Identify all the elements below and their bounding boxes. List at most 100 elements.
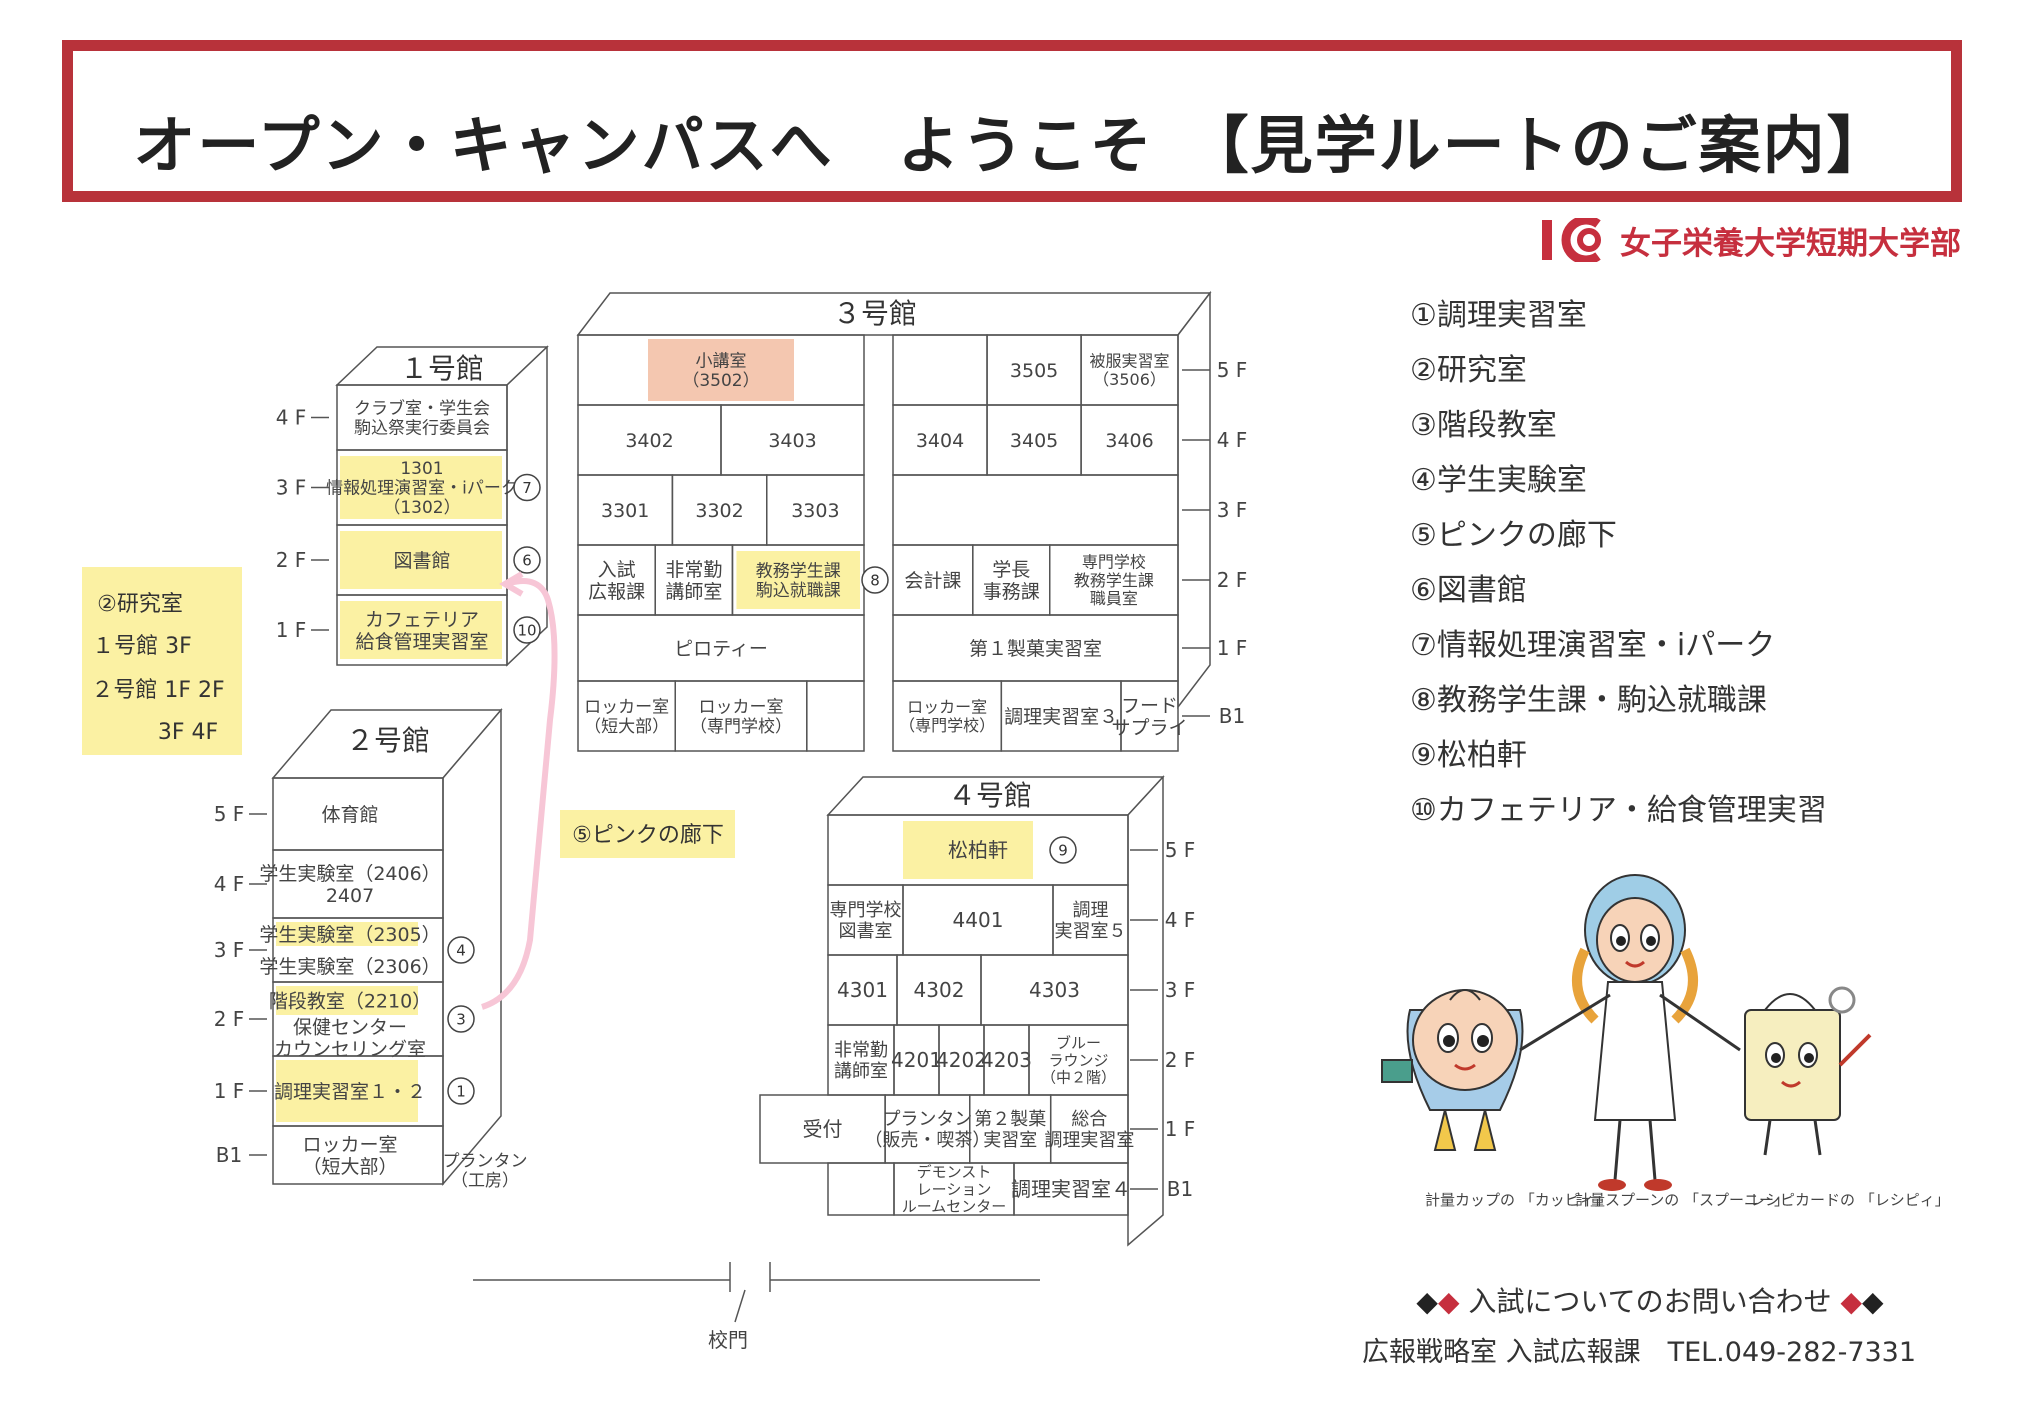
legend-item: ⑦情報処理演習室・iパーク [1410, 628, 1776, 663]
pink-corridor-arrowhead [499, 571, 524, 597]
floor-label: 3 F [214, 938, 245, 962]
mascot-figures [1381, 874, 1872, 1191]
legend-item: ②研究室 [1410, 353, 1527, 388]
room-label: 4301 [837, 978, 888, 1002]
logo-mark-icon [1542, 218, 1601, 262]
floor-label: 5 F [1165, 838, 1196, 862]
room-label: カフェテリア給食管理実習室 [355, 609, 488, 653]
building-name: ３号館 [833, 297, 917, 330]
note-text: 3F 4F [158, 720, 218, 745]
gate-door [734, 1289, 746, 1323]
contact-heading: ◆◆ 入試についてのお問い合わせ ◆◆ [1390, 1280, 1910, 1320]
floor-label: 3 F [1165, 978, 1196, 1002]
room-label: 4203 [981, 1048, 1032, 1072]
room-label: 学長事務課 [983, 559, 1040, 603]
cuppy-mascot [1381, 989, 1524, 1151]
contact-heading-text: 入試についてのお問い合わせ [1468, 1285, 1832, 1318]
diamond-icon: ◆ [1437, 1285, 1460, 1318]
route-marker-number: 10 [517, 621, 536, 639]
room-label: 会計課 [904, 570, 961, 592]
legend-item: ⑤ピンクの廊下 [1410, 518, 1617, 553]
floor-label: 4 F [1165, 908, 1196, 932]
legend-item: ⑥図書館 [1410, 573, 1527, 608]
floor-label: 5 F [1217, 358, 1248, 382]
legend-item: ④学生実験室 [1410, 463, 1587, 498]
contact-phone-line: 広報戦略室 入試広報課 TEL.049-282-7331 [1362, 1337, 1917, 1368]
page-title: オープン・キャンパスへ ようこそ 【見学ルートのご案内】 [133, 109, 1891, 182]
room-cell [1120, 680, 1179, 752]
room-label: 学生実験室（2305） [259, 924, 440, 946]
logo-text: 女子栄養大学短期大学部 [1620, 225, 1961, 262]
room-label: 3402 [625, 430, 673, 452]
room-cell [892, 334, 988, 406]
room-highlight [340, 456, 502, 519]
room-label: デモンストレーションルームセンター [902, 1163, 1007, 1216]
room-cell [827, 1162, 895, 1216]
legend-item: ①調理実習室 [1410, 298, 1587, 333]
room-label: 4202 [936, 1048, 987, 1072]
room-label: 学生実験室（2406）2407 [259, 863, 440, 907]
room-label: 第１製菓実習室 [969, 638, 1102, 660]
route-marker-number: 7 [522, 479, 532, 497]
room-label: 松柏軒 [948, 838, 1008, 862]
room-label: プランタン（販売・喫茶） [864, 1109, 990, 1151]
route-marker-number: 9 [1058, 841, 1068, 859]
pink-corridor-note-bg [560, 810, 735, 858]
room-label: 総合調理実習室 [1044, 1109, 1134, 1151]
room-label: 非常勤講師室 [665, 559, 722, 603]
floor-label: 4 F [276, 406, 307, 430]
room-highlight [736, 551, 860, 609]
room-label: 図書館 [393, 550, 450, 572]
route-marker [861, 566, 889, 594]
room-label: 保健センターカウンセリング室 [274, 1016, 426, 1060]
room-label: 3303 [791, 500, 839, 522]
room-highlight [903, 821, 1033, 879]
room-label: 学生実験室（2306） [259, 956, 440, 978]
room-highlight [340, 531, 502, 589]
spoony-mascot [1519, 874, 1741, 1191]
room-label: 調理実習室１・２ [274, 1081, 426, 1103]
room-highlight [276, 1060, 418, 1122]
room-label: ロッカー室（短大部） [584, 697, 669, 737]
floor-label: 2 F [1165, 1048, 1196, 1072]
legend-item: ⑩カフェテリア・給食管理実習 [1410, 793, 1827, 828]
room-label: 3302 [695, 500, 743, 522]
room-highlight [276, 986, 418, 1015]
building-name: ４号館 [948, 779, 1032, 812]
floor-label: 1 F [214, 1079, 245, 1103]
room-label: 4303 [1029, 978, 1080, 1002]
room-cell [1013, 1162, 1129, 1216]
route-marker-number: 4 [456, 941, 466, 959]
room-label: 3404 [916, 430, 964, 452]
mascot-illustration: 計量カップの 「カッピィ」 計量スプーンの 「スプーニー」 レシピカードの 「レ… [1370, 860, 1950, 1224]
room-label: 3403 [768, 430, 816, 452]
floor-label: B1 [216, 1143, 242, 1167]
route-marker [513, 546, 541, 574]
room-cell [272, 1125, 444, 1185]
room-label: 第２製菓実習室 [974, 1109, 1046, 1151]
building-name: １号館 [400, 352, 484, 385]
route-marker-number: 3 [456, 1010, 466, 1028]
route-marker-number: 8 [870, 571, 880, 589]
route-marker [513, 473, 541, 502]
room-label: ロッカー室（専門学校） [899, 698, 995, 735]
room-label: 入試広報課 [588, 559, 645, 603]
legend-item: ⑨松柏軒 [1410, 738, 1527, 773]
room-label: 調理実習室４ [1011, 1177, 1131, 1201]
legend-item: ③階段教室 [1410, 408, 1557, 443]
route-marker [447, 1077, 475, 1105]
room-highlight [276, 922, 418, 946]
room-label: 3505 [1010, 360, 1058, 382]
room-label: 4302 [914, 978, 965, 1002]
room-highlight-salmon [648, 339, 794, 401]
room-label: ロッカー室（専門学校） [690, 697, 792, 737]
research-room-note-bg [82, 567, 242, 755]
room-label: 非常勤講師室 [834, 1040, 888, 1082]
room-label: ブルーラウンジ（中２階） [1041, 1034, 1116, 1087]
room-cell [892, 474, 1179, 546]
room-label: 専門学校図書室 [830, 900, 902, 942]
floor-label: 2 F [1217, 568, 1248, 592]
floor-label: 3 F [1217, 498, 1248, 522]
room-label: フードサプライ [1111, 695, 1187, 739]
room-cell [806, 680, 865, 752]
